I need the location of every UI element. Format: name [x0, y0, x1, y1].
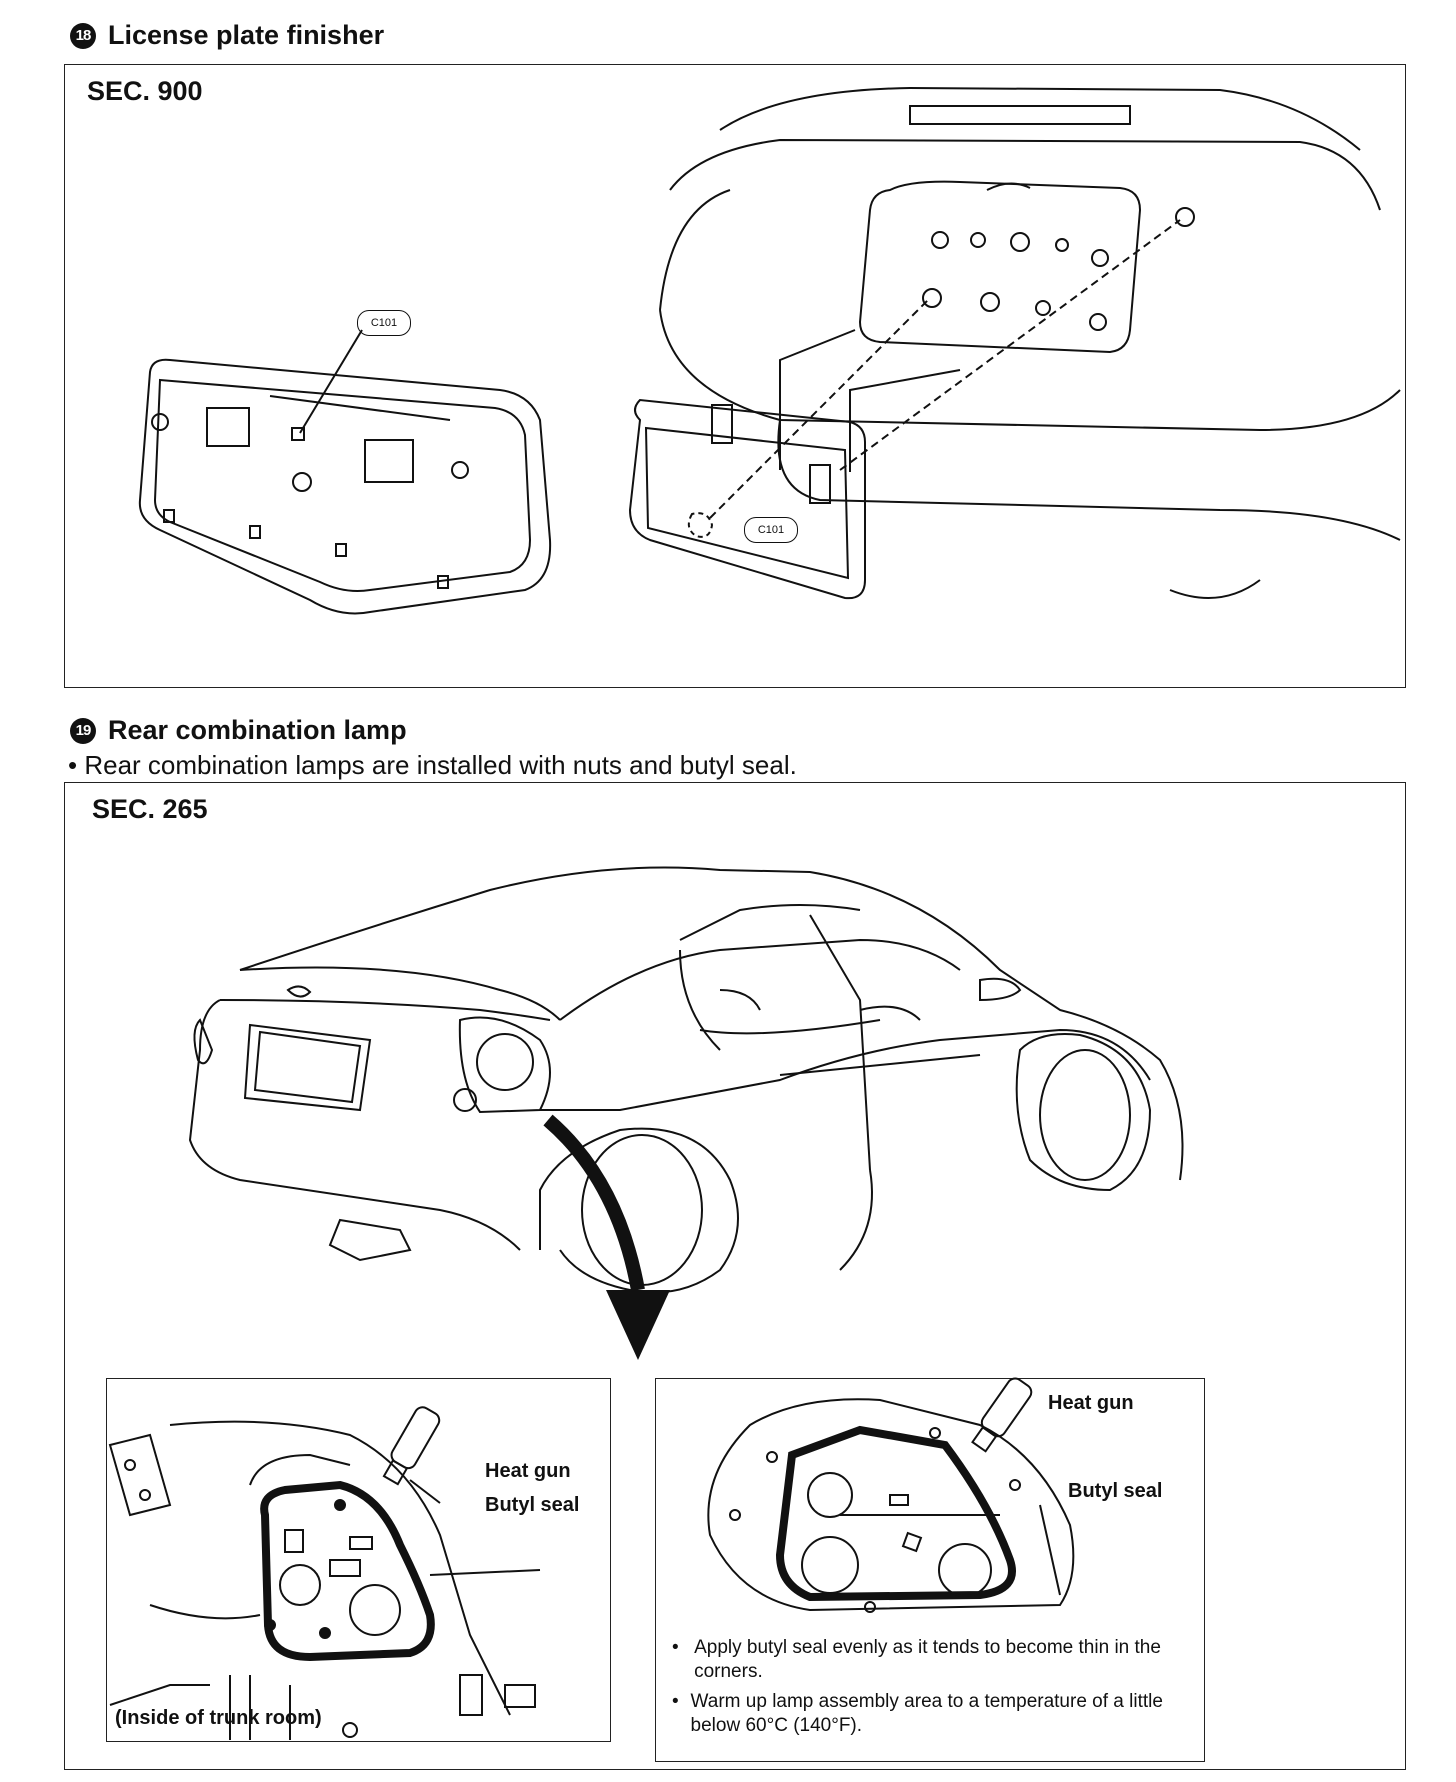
rear-lamp-figure-frame	[64, 782, 1406, 1770]
section-19-title: Rear combination lamp	[108, 715, 407, 745]
left-inset-frame	[106, 1378, 611, 1742]
right-butyl-seal-label: Butyl seal	[1068, 1480, 1163, 1502]
section-19-heading: 19 Rear combination lamp	[70, 715, 407, 746]
license-plate-finisher-rear-view	[130, 300, 550, 630]
section-19-bullet: • Rear combination lamps are installed w…	[68, 750, 797, 781]
bullet-dot: •	[68, 750, 85, 780]
instruction-notes: • Apply butyl seal evenly as it tends to…	[672, 1636, 1192, 1738]
instruction-note-2: • Warm up lamp assembly area to a temper…	[672, 1690, 1192, 1738]
connector-c101-tag-right: C101	[744, 517, 798, 543]
lamp-assembly-seal-illustration	[680, 1385, 1100, 1635]
inside-trunk-caption: (Inside of trunk room)	[115, 1707, 322, 1729]
section-18-title: License plate finisher	[108, 20, 385, 50]
bullet-text: Rear combination lamps are installed wit…	[84, 750, 797, 780]
callout-arrow	[548, 1120, 670, 1360]
left-heat-gun-label: Heat gun	[485, 1460, 571, 1482]
section-19-number: 19	[70, 717, 96, 744]
section-18-heading: 18 License plate finisher	[70, 20, 384, 51]
right-heat-gun-label: Heat gun	[1048, 1392, 1134, 1414]
sec-900-label: SEC. 900	[87, 76, 203, 106]
note-2-text: Warm up lamp assembly area to a temperat…	[690, 1691, 1163, 1736]
connector-c101-tag-left: C101	[357, 310, 411, 336]
section-18-number: 18	[70, 22, 96, 49]
note-1-text: Apply butyl seal evenly as it tends to b…	[694, 1637, 1161, 1682]
sec-265-label: SEC. 265	[92, 794, 208, 824]
trunk-interior-lamp-illustration	[110, 1385, 610, 1740]
sedan-rear-three-quarter-view	[160, 850, 1290, 1330]
right-inset-frame	[655, 1378, 1205, 1762]
instruction-note-1: • Apply butyl seal evenly as it tends to…	[672, 1636, 1192, 1684]
left-butyl-seal-label: Butyl seal	[485, 1494, 580, 1516]
car-rear-license-plate-view	[660, 70, 1400, 630]
license-plate-figure-frame	[64, 64, 1406, 688]
